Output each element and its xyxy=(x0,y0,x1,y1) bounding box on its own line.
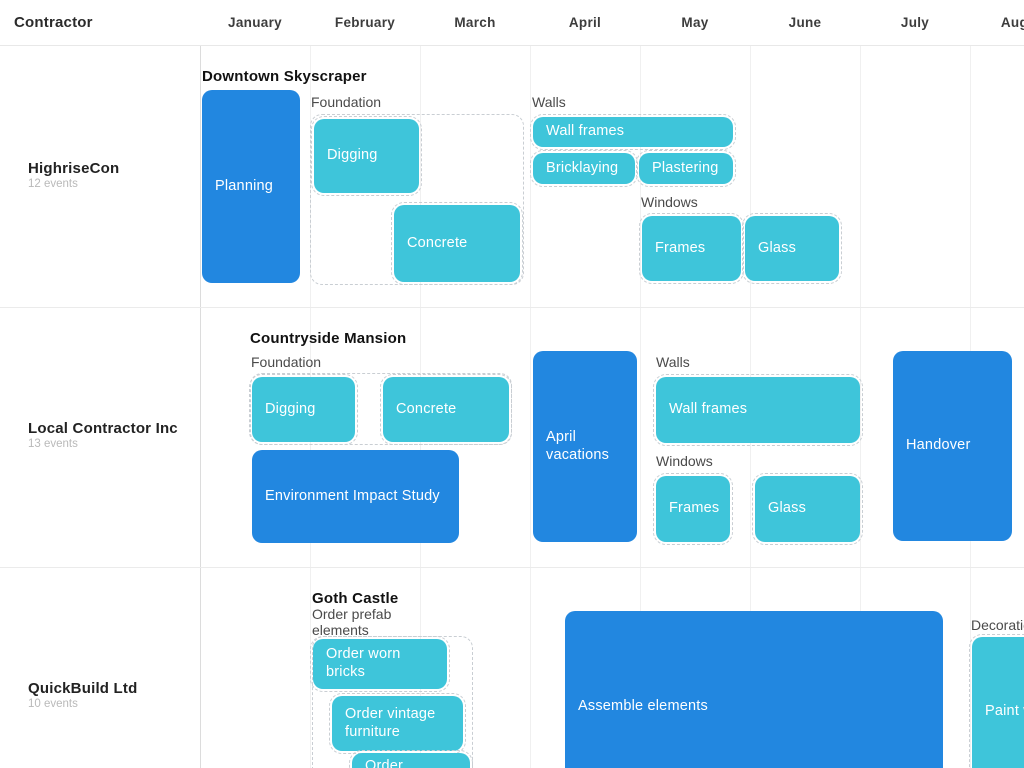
grid-line-vertical xyxy=(640,0,641,768)
grid-line-vertical xyxy=(200,0,201,768)
task-frames[interactable]: Frames xyxy=(639,213,744,284)
contractor-name: Local Contractor Inc xyxy=(28,420,178,437)
task-digging[interactable]: Digging xyxy=(249,374,358,445)
contractor-name: HighriseCon xyxy=(28,160,120,177)
month-header-april: April xyxy=(568,15,602,30)
project-title: Downtown Skyscraper xyxy=(202,68,367,85)
task-april-vacations[interactable]: April vacations xyxy=(533,351,637,542)
task-label: Glass xyxy=(758,239,797,256)
task-glass[interactable]: Glass xyxy=(752,473,863,545)
task-glass[interactable]: Glass xyxy=(742,213,842,284)
task-wall-frames[interactable]: Wall frames xyxy=(530,114,736,150)
task-order-worn-bricks[interactable]: Order worn bricks xyxy=(310,636,450,692)
group-label-decoration: Decoration xyxy=(971,617,1024,633)
task-label: Concrete xyxy=(396,400,457,417)
group-label-foundation: Foundation xyxy=(311,94,382,110)
task-label: Handover xyxy=(906,437,971,454)
contractor-column-header: Contractor xyxy=(14,14,93,31)
grid-line-vertical xyxy=(860,0,861,768)
task-frames[interactable]: Frames xyxy=(653,473,733,545)
task-label: Order gargoyles xyxy=(365,758,404,768)
task-label: Order vintage furniture xyxy=(345,705,436,740)
task-plastering[interactable]: Plastering xyxy=(636,150,736,187)
task-handover[interactable]: Handover xyxy=(893,351,1012,541)
task-label: Digging xyxy=(265,400,316,417)
month-header-may: May xyxy=(681,15,709,30)
task-wall-frames[interactable]: Wall frames xyxy=(653,374,863,446)
task-label: Glass xyxy=(768,500,807,517)
row-separator xyxy=(0,307,1024,308)
project-title: Countryside Mansion xyxy=(250,330,407,347)
task-label: April vacations xyxy=(546,428,610,463)
task-label: Assemble elements xyxy=(578,698,708,715)
task-label: Environment Impact Study xyxy=(265,487,440,504)
task-order-vintage-furniture[interactable]: Order vintage furniture xyxy=(329,693,466,754)
task-label: Frames xyxy=(655,239,706,256)
task-environment-impact-study[interactable]: Environment Impact Study xyxy=(252,450,459,543)
task-concrete[interactable]: Concrete xyxy=(391,202,523,285)
task-digging[interactable]: Digging xyxy=(311,116,422,196)
month-header-july: July xyxy=(900,15,930,30)
task-label: Concrete xyxy=(407,234,468,251)
group-label-walls: Walls xyxy=(532,94,566,110)
group-label-windows: Windows xyxy=(656,453,713,469)
task-label: Paint walls xyxy=(985,703,1024,720)
contractor-name: QuickBuild Ltd xyxy=(28,680,138,697)
group-label-walls: Walls xyxy=(656,354,690,370)
task-label: Order worn bricks xyxy=(326,646,401,680)
group-label-foundation: Foundation xyxy=(251,354,322,370)
project-title: Goth Castle xyxy=(312,590,399,607)
task-assemble-elements[interactable]: Assemble elements xyxy=(565,611,943,768)
month-header-february: February xyxy=(334,15,396,30)
task-label: Frames xyxy=(669,500,720,517)
month-header-march: March xyxy=(454,15,496,30)
group-label-windows: Windows xyxy=(641,194,698,210)
task-label: Planning xyxy=(215,177,274,194)
row-separator xyxy=(0,567,1024,568)
grid-line-vertical xyxy=(530,0,531,768)
task-bricklaying[interactable]: Bricklaying xyxy=(530,150,638,187)
task-planning[interactable]: Planning xyxy=(202,90,300,283)
task-label: Wall frames xyxy=(669,401,748,418)
task-concrete[interactable]: Concrete xyxy=(380,374,512,445)
group-label-order-prefab-elements: Order prefab elements xyxy=(312,606,392,639)
task-order-gargoyles[interactable]: Order gargoyles xyxy=(349,750,473,768)
task-label: Plastering xyxy=(652,159,719,176)
task-label: Wall frames xyxy=(546,123,625,140)
timeline-header: Contractor January February March April … xyxy=(0,0,1024,46)
month-header-august: August xyxy=(1000,15,1024,30)
task-label: Bricklaying xyxy=(546,159,619,176)
contractor-event-count: 12 events xyxy=(28,178,78,190)
month-header-june: June xyxy=(788,15,822,30)
contractor-event-count: 13 events xyxy=(28,438,78,450)
contractor-event-count: 10 events xyxy=(28,698,78,710)
task-label: Digging xyxy=(327,147,378,164)
task-paint-walls[interactable]: Paint walls xyxy=(969,634,1024,768)
month-header-january: January xyxy=(228,15,282,30)
